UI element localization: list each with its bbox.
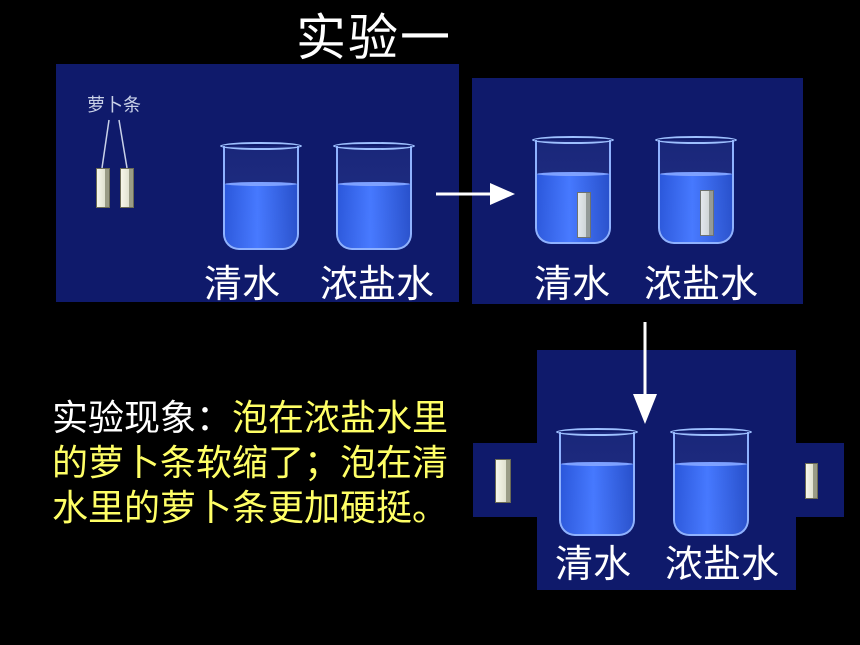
- result-strip-water-box: [473, 443, 537, 517]
- beaker-water: [532, 136, 614, 244]
- label-water: 清水: [555, 542, 632, 586]
- result-strip-salt-box: [796, 443, 844, 517]
- observation-body: 泡在浓盐水里的萝卜条软缩了；泡在清水里的萝卜条更加硬挺。: [52, 398, 449, 529]
- strip-caption: 萝卜条: [87, 95, 141, 116]
- strip-pointer-line: [118, 119, 128, 169]
- beaker-salt-water: [655, 136, 737, 244]
- label-salt-water: 浓盐水: [665, 542, 780, 586]
- arrow-right-icon: [490, 183, 515, 205]
- arrow-down-icon: [633, 394, 657, 424]
- panel-soaking: [472, 78, 803, 304]
- label-water: 清水: [204, 262, 281, 306]
- observation-prefix: 实验现象：: [52, 398, 233, 439]
- radish-strip-shrunk: [805, 463, 818, 499]
- strip-pointer-line: [101, 119, 110, 169]
- radish-strip: [120, 168, 134, 208]
- beaker-salt-water: [670, 428, 752, 536]
- panel-initial: [56, 64, 459, 302]
- observation-text: 实验现象：泡在浓盐水里的萝卜条软缩了；泡在清水里的萝卜条更加硬挺。: [52, 396, 464, 531]
- radish-strip: [96, 168, 110, 208]
- beaker-salt-water: [333, 142, 415, 250]
- panel-result: [537, 350, 796, 590]
- radish-strip: [700, 190, 714, 236]
- label-salt-water: 浓盐水: [644, 262, 759, 306]
- label-salt-water: 浓盐水: [320, 262, 435, 306]
- slide-title: 实验一: [296, 9, 452, 67]
- label-water: 清水: [534, 262, 611, 306]
- beaker-water: [220, 142, 302, 250]
- radish-strip-firm: [495, 459, 511, 503]
- radish-strip: [577, 192, 591, 238]
- beaker-water: [556, 428, 638, 536]
